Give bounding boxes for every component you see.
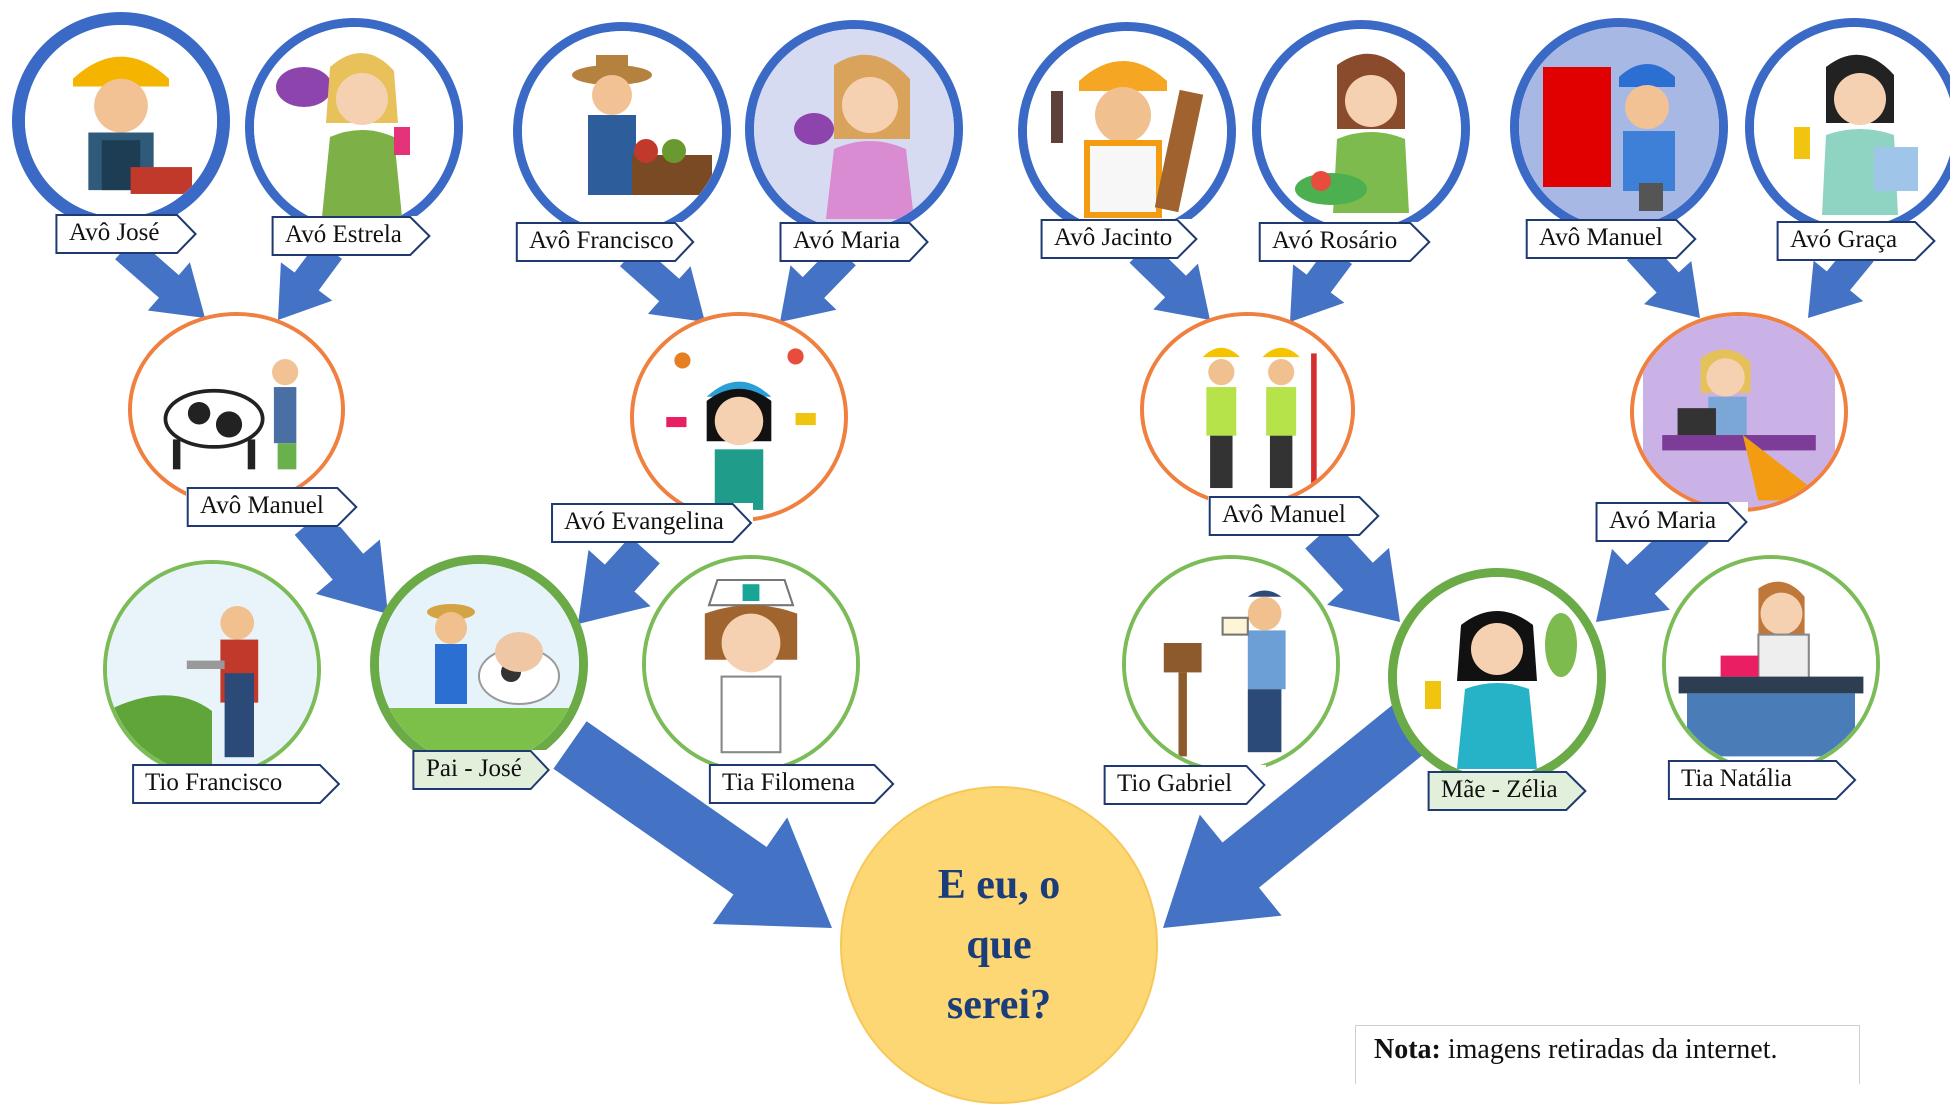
cleaning-lady-icon bbox=[638, 316, 840, 518]
arrow-avo-graca-to-avo-maria bbox=[1808, 242, 1874, 318]
carpenter-icon bbox=[1027, 31, 1227, 231]
arrow-avo-manuel-to-pai bbox=[294, 509, 388, 614]
label-avo-manuel-dairy: Avô Manuel bbox=[186, 487, 358, 527]
avo-jacinto-portrait bbox=[1018, 22, 1236, 240]
label-text: Avô José bbox=[69, 219, 160, 246]
housekeeper-duster-icon bbox=[254, 27, 454, 227]
label-avo-francisco: Avô Francisco bbox=[515, 222, 695, 262]
dairy-farmer-icon bbox=[143, 316, 330, 503]
label-avo-estrela: Avó Estrela bbox=[271, 216, 431, 256]
avo-maria-portrait bbox=[745, 20, 963, 238]
center-line-3: serei? bbox=[946, 982, 1052, 1028]
label-text: Avó Evangelina bbox=[564, 508, 724, 535]
seamstress-icon bbox=[1643, 316, 1835, 508]
label-text: Avô Jacinto bbox=[1054, 224, 1173, 251]
label-mae-zelia: Mãe - Zélia bbox=[1427, 771, 1587, 811]
label-tio-gabriel: Tio Gabriel bbox=[1103, 765, 1266, 805]
tio-francisco-portrait bbox=[103, 560, 321, 778]
arrow-avo-jose-to-avo-manuel bbox=[115, 236, 205, 318]
arrow-avo-rosario-to-avo-manuel bbox=[1290, 246, 1352, 322]
surveyors-icon bbox=[1154, 316, 1341, 503]
avo-manuel-painter-portrait bbox=[1510, 18, 1728, 236]
label-text: Mãe - Zélia bbox=[1441, 776, 1558, 803]
label-avo-rosario: Avó Rosário bbox=[1258, 222, 1431, 262]
construction-worker-icon bbox=[25, 25, 217, 217]
label-text: Avó Maria bbox=[1609, 507, 1717, 534]
label-text: Tia Natália bbox=[1681, 765, 1792, 792]
center-question-circle: E eu, o que serei? bbox=[840, 786, 1158, 1104]
avo-jose-portrait bbox=[12, 12, 230, 230]
office-worker-icon bbox=[1666, 559, 1876, 769]
avo-evangelina-portrait bbox=[630, 312, 848, 522]
label-avo-graca: Avó Graça bbox=[1776, 221, 1936, 261]
label-text: Pai - José bbox=[426, 755, 522, 782]
center-line-1: E eu, o bbox=[937, 862, 1061, 908]
label-pai-jose: Pai - José bbox=[412, 750, 550, 790]
arrow-avo-francisco-to-avo-evangelina bbox=[620, 243, 705, 322]
cook-icon bbox=[1261, 29, 1461, 229]
arrow-avo-estrela-to-avo-manuel bbox=[278, 241, 342, 320]
arrow-avo-jacinto-to-avo-manuel bbox=[1129, 241, 1210, 320]
housekeeper-duster-icon bbox=[754, 29, 954, 229]
label-tia-natalia: Tia Natália bbox=[1667, 760, 1857, 800]
label-text: Avó Graça bbox=[1790, 226, 1898, 253]
farmer-cow-icon bbox=[379, 564, 579, 764]
painter-icon bbox=[1519, 27, 1719, 227]
label-avo-jacinto: Avô Jacinto bbox=[1040, 219, 1198, 259]
note-box: Nota: imagens retiradas da internet. bbox=[1355, 1025, 1860, 1084]
pai-jose-portrait bbox=[370, 555, 588, 773]
note-text: imagens retiradas da internet. bbox=[1440, 1034, 1778, 1065]
label-text: Avó Maria bbox=[793, 227, 901, 254]
nurse-icon bbox=[646, 559, 856, 769]
label-avo-maria-seamstress: Avó Maria bbox=[1595, 502, 1748, 542]
avo-manuel-dairy-portrait bbox=[128, 312, 345, 507]
avo-maria-seamstress-portrait bbox=[1630, 312, 1848, 512]
label-avo-manuel-painter: Avô Manuel bbox=[1525, 219, 1697, 259]
arrow-avo-evangelina-to-pai bbox=[578, 536, 660, 624]
tia-filomena-portrait bbox=[642, 555, 860, 773]
housekeeper-icon bbox=[1397, 577, 1597, 777]
cleaner-icon bbox=[1754, 27, 1950, 227]
avo-estrela-portrait bbox=[245, 18, 463, 236]
label-text: Avô Francisco bbox=[529, 227, 674, 254]
avo-manuel-surveyors-portrait bbox=[1140, 312, 1355, 507]
avo-rosario-portrait bbox=[1252, 20, 1470, 238]
center-line-2: que bbox=[966, 922, 1032, 968]
label-text: Avó Estrela bbox=[285, 221, 402, 248]
label-avo-evangelina: Avó Evangelina bbox=[550, 503, 753, 543]
gardener-icon bbox=[107, 564, 317, 774]
label-text: Avó Rosário bbox=[1272, 227, 1398, 254]
label-avo-jose: Avô José bbox=[55, 214, 197, 254]
label-text: Tio Gabriel bbox=[1117, 770, 1233, 797]
label-avo-manuel-surveyors: Avô Manuel bbox=[1208, 496, 1380, 536]
farmer-vegetables-icon bbox=[522, 31, 722, 231]
label-text: Avô Manuel bbox=[1539, 224, 1663, 251]
label-tia-filomena: Tia Filomena bbox=[708, 764, 895, 804]
label-avo-maria: Avó Maria bbox=[779, 222, 929, 262]
mae-zelia-portrait bbox=[1388, 568, 1606, 786]
arrow-avo-manuel-to-mae bbox=[1305, 521, 1400, 622]
tio-gabriel-portrait bbox=[1122, 555, 1340, 773]
arrow-mae-to-center bbox=[1163, 705, 1429, 928]
arrow-pai-to-center bbox=[553, 721, 832, 928]
postman-icon bbox=[1126, 559, 1336, 769]
label-tio-francisco: Tio Francisco bbox=[131, 764, 341, 804]
avo-francisco-portrait bbox=[513, 22, 731, 240]
avo-graca-portrait bbox=[1745, 18, 1950, 236]
arrow-avo-manuel-to-avo-maria bbox=[1626, 239, 1700, 318]
label-text: Avô Manuel bbox=[1222, 501, 1346, 528]
arrow-avo-maria-to-avo-evangelina bbox=[780, 244, 856, 322]
label-text: Avô Manuel bbox=[200, 492, 324, 519]
tia-natalia-portrait bbox=[1662, 555, 1880, 773]
label-text: Tia Filomena bbox=[722, 769, 856, 796]
note-label: Nota: bbox=[1374, 1034, 1441, 1065]
label-text: Tio Francisco bbox=[145, 769, 283, 796]
